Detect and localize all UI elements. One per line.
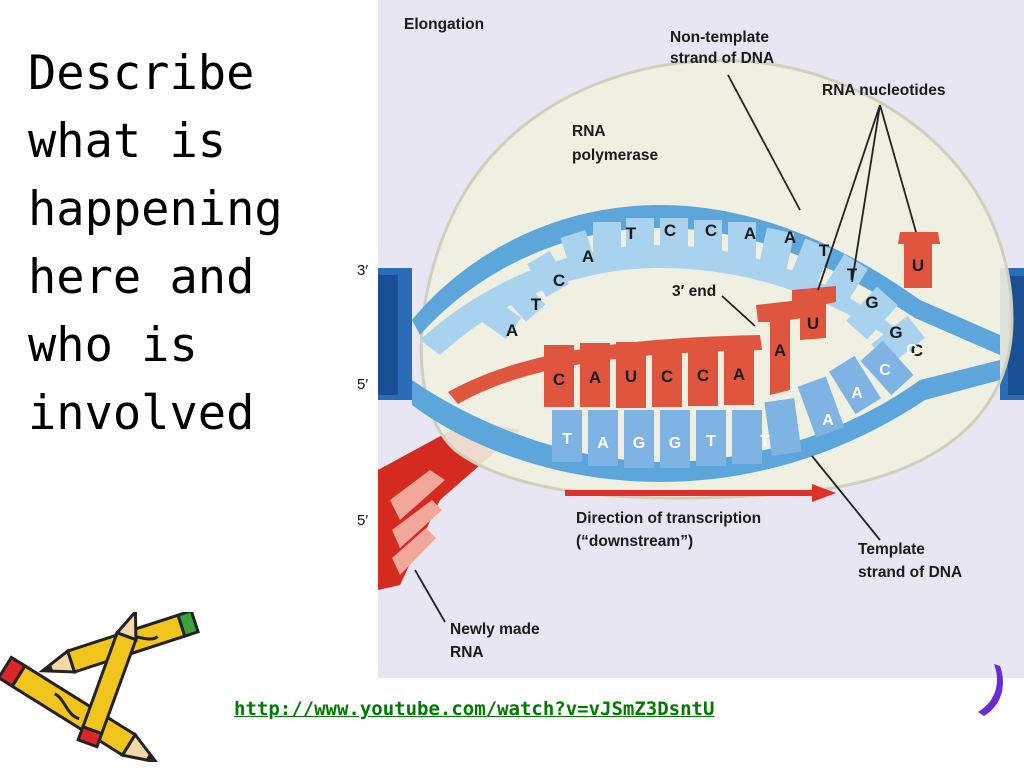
rna-base-letters: C A U C C A — [553, 365, 745, 389]
base-letter: A — [597, 435, 609, 452]
non-template-bases — [476, 218, 925, 367]
base-letter: A — [733, 365, 745, 384]
free-rna-nucleotides — [756, 232, 940, 395]
strand-end-label: 5′ — [357, 376, 368, 393]
base-letter: T — [760, 433, 770, 450]
youtube-link[interactable]: http://www.youtube.com/watch?v=vJSmZ3Dsn… — [234, 698, 715, 720]
base-letter: C — [906, 342, 918, 359]
dna-outer-left — [378, 268, 412, 400]
base-letter: C — [911, 341, 923, 360]
free-nucleotide-letters: A U U — [774, 256, 924, 360]
question-line: happening — [28, 182, 283, 237]
base-letter: G — [889, 323, 902, 342]
rna-polymerase-label: polymerase — [572, 147, 659, 164]
newly-made-rna-label: Newly made — [450, 621, 540, 638]
base-letter: C — [553, 271, 565, 290]
base-letter: A — [744, 224, 756, 243]
base-letter: G — [865, 293, 878, 312]
base-letter: U — [807, 314, 819, 333]
newly-made-rna-strand — [378, 420, 520, 590]
purple-swoosh-icon — [978, 664, 1003, 716]
non-template-base-letters: A T C A T C C A A T T G G C — [506, 221, 923, 360]
base-letter: A — [582, 247, 594, 266]
question-line: Describe — [28, 46, 255, 101]
pencils-clipart-icon — [0, 612, 200, 762]
rna-transcript — [448, 335, 762, 408]
base-letter: C — [705, 221, 717, 240]
template-strand-label: strand of DNA — [858, 564, 962, 581]
base-letter: C — [553, 370, 565, 389]
diagram-title: Elongation — [404, 16, 484, 33]
leader-lines — [414, 74, 917, 623]
base-letter: C — [661, 367, 673, 386]
non-template-label: Non-template — [670, 29, 769, 46]
base-letter: A — [589, 368, 601, 387]
question-line: involved — [28, 386, 255, 441]
three-prime-end-label: 3′ end — [672, 283, 716, 300]
base-letter: T — [531, 295, 542, 314]
non-template-label: strand of DNA — [670, 50, 774, 67]
base-letter: U — [625, 367, 637, 386]
base-letter: A — [784, 228, 796, 247]
base-letter: A — [506, 321, 518, 340]
base-letter: T — [706, 433, 716, 450]
base-letter: T — [562, 431, 572, 448]
question-line: what is — [28, 114, 227, 169]
base-letter: C — [664, 221, 676, 240]
base-letter: T — [626, 224, 637, 243]
base-letter: A — [851, 385, 863, 402]
base-letter: G — [669, 435, 681, 452]
template-base-letters: T A G G T T A A C C — [562, 342, 918, 452]
diagram-labels: Elongation Non-template strand of DNA RN… — [357, 16, 962, 661]
strand-end-label: 3′ — [357, 262, 368, 279]
base-letter: A — [822, 412, 834, 429]
base-letter: T — [819, 241, 830, 260]
newly-made-rna-label: RNA — [450, 644, 484, 661]
template-strand — [412, 340, 1000, 482]
base-letter: C — [697, 366, 709, 385]
rna-nucleotides-label: RNA nucleotides — [822, 82, 945, 99]
question-line: who is — [28, 318, 198, 373]
direction-label: (“downstream”) — [576, 533, 693, 550]
question-text: Describe what is happening here and who … — [28, 40, 338, 448]
base-letter: G — [633, 435, 645, 452]
direction-label: Direction of transcription — [576, 510, 761, 527]
direction-arrow — [565, 484, 836, 502]
rna-polymerase-label: RNA — [572, 123, 606, 140]
base-letter: U — [912, 256, 924, 275]
template-strand-label: Template — [858, 541, 925, 558]
base-letter: C — [879, 362, 891, 379]
question-line: here and — [28, 250, 255, 305]
base-letter: A — [774, 341, 786, 360]
strand-end-label: 5′ — [357, 512, 368, 529]
